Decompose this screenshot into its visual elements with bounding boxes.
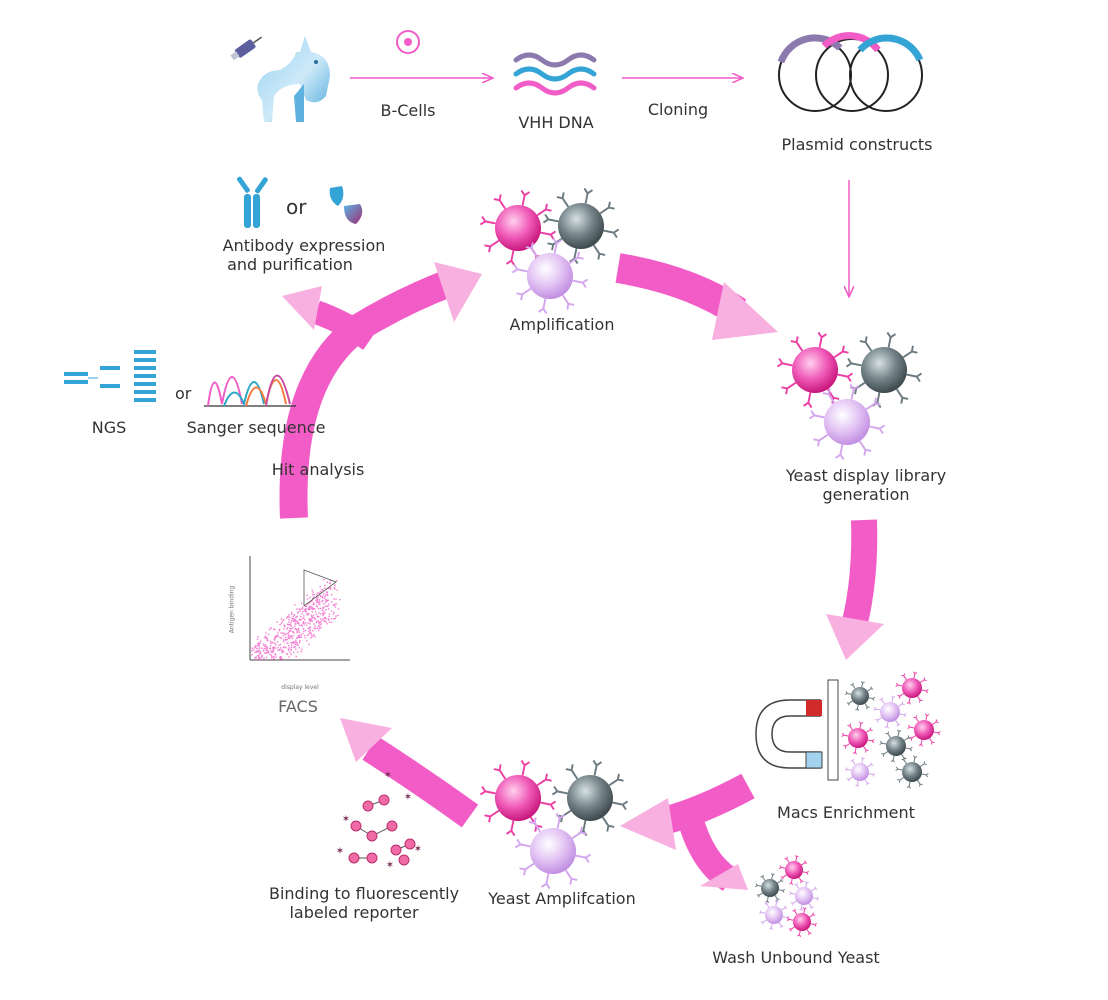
yeast-cell-icon (776, 331, 854, 409)
facs-plot (249, 556, 350, 661)
svg-text:✶: ✶ (404, 792, 412, 803)
nanobody-icon (329, 186, 363, 224)
plasmid-icon (777, 32, 924, 112)
label-antibody-expression: Antibody expression (222, 236, 386, 255)
label-sanger-sequence: Sanger sequence (186, 418, 326, 437)
label-yeast-amplification: Yeast Amplifcation (488, 889, 636, 908)
yeast-cell-icon (879, 729, 913, 763)
yeast-cell-icon (787, 907, 817, 937)
b-cell-icon (396, 30, 420, 54)
svg-text:✶: ✶ (336, 846, 344, 857)
svg-text:✶: ✶ (414, 844, 422, 855)
yeast-cell-icon (841, 721, 875, 755)
ngs-icon (64, 350, 156, 402)
label-ngs: NGS (91, 418, 127, 437)
yeast-cell-icon (895, 671, 929, 705)
yeast-cells (479, 187, 941, 937)
svg-text:✶: ✶ (386, 860, 394, 871)
facs-x-axis-label: display level (281, 684, 319, 691)
dna-icon (513, 52, 597, 96)
label-yeast-display-generation: generation (822, 485, 910, 504)
label-binding-reporter-1: Binding to fluorescently (268, 884, 460, 903)
label-antibody-purification: and purification (227, 255, 353, 274)
label-wash-unbound-yeast: Wash Unbound Yeast (712, 948, 880, 967)
yeast-cell-icon (845, 681, 875, 711)
yeast-cell-icon (789, 881, 819, 911)
label-hit-analysis: Hit analysis (271, 460, 365, 479)
alpaca-icon (257, 36, 330, 122)
yeast-cell-icon (551, 759, 629, 837)
label-antibody-or: or (286, 195, 307, 219)
label-amplification: Amplification (509, 315, 615, 334)
label-yeast-display-library: Yeast display library (785, 466, 947, 485)
yeast-cell-icon (759, 900, 789, 930)
yeast-cell-icon (873, 695, 907, 729)
magnet-icon (755, 679, 839, 781)
yeast-cell-icon (514, 812, 592, 890)
chromatogram-icon (204, 374, 296, 408)
label-binding-reporter-2: labeled reporter (289, 903, 419, 922)
svg-text:✶: ✶ (384, 770, 392, 781)
label-b-cells: B-Cells (380, 101, 436, 120)
yeast-cell-icon (845, 331, 923, 409)
yeast-cell-icon (907, 713, 941, 747)
yeast-cell-icon (755, 873, 785, 903)
label-sequencing-or: or (175, 384, 192, 403)
label-macs-enrichment: Macs Enrichment (777, 803, 915, 822)
facs-y-axis-label: Antigen binding (228, 585, 236, 634)
label-vhh-dna: VHH DNA (518, 113, 594, 132)
yeast-cell-icon (779, 855, 809, 885)
yeast-cell-icon (895, 755, 929, 789)
yeast-cell-icon (479, 759, 557, 837)
antibody-icon (236, 176, 268, 228)
label-cloning: Cloning (647, 100, 709, 119)
reporter-icon: ✶ ✶ ✶ ✶ ✶ ✶ (336, 770, 422, 871)
yeast-cell-icon (511, 237, 589, 315)
yeast-cell-icon (845, 757, 875, 787)
yeast-cell-icon (808, 383, 886, 461)
yeast-cell-icon (542, 187, 620, 265)
label-plasmid-constructs: Plasmid constructs (781, 135, 933, 154)
label-facs: FACS (278, 697, 318, 716)
cycle-arrows (279, 253, 884, 891)
svg-text:✶: ✶ (342, 814, 350, 825)
syringe-icon (230, 36, 263, 61)
